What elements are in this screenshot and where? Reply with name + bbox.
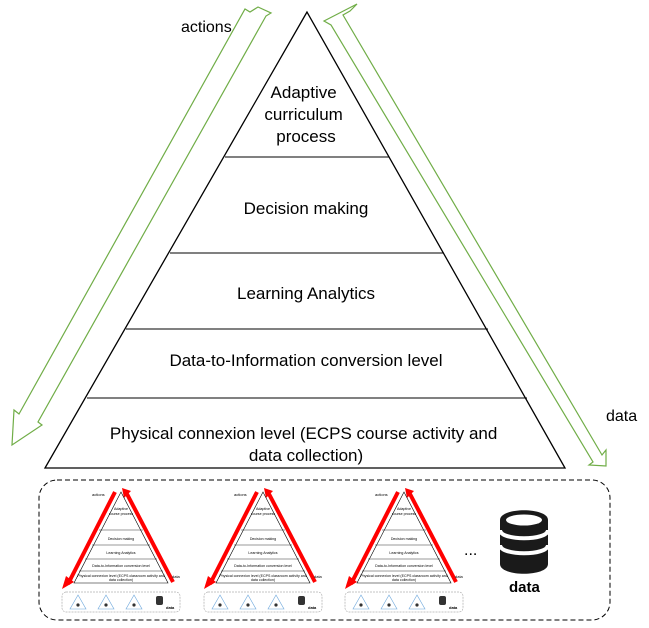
mini-pyramid-shape [73, 491, 169, 584]
mini-level-text: Physical connexion level (ECPS classroom… [77, 574, 165, 578]
mini-level-text: Adaptive [256, 507, 270, 511]
mini-data-arrowhead [264, 488, 273, 498]
mini-data-arrow [267, 493, 317, 583]
dashed-container [38, 479, 611, 621]
mini-thumbnail [69, 594, 87, 610]
mini-actions-label: actions [375, 492, 388, 497]
data-arrow [322, 3, 607, 467]
mini-actions-arrow [66, 491, 117, 585]
mini-actions-arrow [349, 491, 400, 585]
mini-level-text: Learning Analytics [106, 551, 135, 555]
mini-database-icon [298, 596, 305, 605]
level-decision-making: Decision making [244, 199, 369, 218]
mini-level-text: data collection) [392, 578, 416, 582]
level-learning-analytics: Learning Analytics [237, 284, 375, 303]
mini-level-text: Physical connexion level (ECPS classroom… [219, 574, 307, 578]
database-icon [498, 510, 550, 574]
mini-actions-label: actions [92, 492, 105, 497]
mini-data-arrow [125, 493, 175, 583]
mini-level-text: Physical connexion level (ECPS classroom… [360, 574, 448, 578]
mini-thumbnail-dot [132, 603, 136, 607]
mini-level-text: Decision making [391, 537, 417, 541]
mini-thumbnail-dot [76, 603, 80, 607]
mini-thumbnail-dot [359, 603, 363, 607]
level-adaptive-curriculum: Adaptive curriculum process [264, 83, 347, 146]
mini-pyramid-shape [215, 491, 311, 584]
mini-level-text: Data-to-Information conversion level [234, 564, 292, 568]
actions-arrow [11, 6, 273, 447]
mini-thumbnail-dot [274, 603, 278, 607]
mini-nested-box [344, 591, 464, 613]
mini-level-text: Adaptive [114, 507, 128, 511]
data-label: data [606, 408, 637, 425]
mini-thumbnail [380, 594, 398, 610]
database-label: data [509, 579, 541, 596]
mini-level-text: Learning Analytics [248, 551, 277, 555]
mini-level-text: Adaptive [397, 507, 411, 511]
mini-thumbnail [97, 594, 115, 610]
mini-level-text: Data-to-Information conversion level [375, 564, 433, 568]
mini-thumbnail [408, 594, 426, 610]
mini-actions-arrowhead [204, 576, 216, 589]
mini-actions-arrowhead [345, 576, 357, 589]
level-physical-connexion: Physical connexion level (ECPS course ac… [110, 424, 502, 465]
mini-nested-box [61, 591, 181, 613]
mini-level-text: course process [109, 512, 134, 516]
mini-database-label: data [449, 605, 458, 610]
mini-pyramid-shape [356, 491, 452, 584]
mini-actions-arrowhead [62, 576, 74, 589]
mini-thumbnail-dot [246, 603, 250, 607]
mini-data-arrowhead [405, 488, 414, 498]
mini-thumbnail [352, 594, 370, 610]
mini-nested-box [203, 591, 323, 613]
mini-thumbnail-dot [387, 603, 391, 607]
level-data-to-information: Data-to-Information conversion level [169, 351, 442, 370]
mini-level-text: course process [251, 512, 276, 516]
mini-thumbnail [125, 594, 143, 610]
mini-database-label: data [308, 605, 317, 610]
mini-data-label: data [314, 574, 323, 579]
ellipsis: ... [464, 542, 477, 559]
mini-thumbnail-dot [104, 603, 108, 607]
mini-thumbnail-dot [218, 603, 222, 607]
mini-level-text: Decision making [250, 537, 276, 541]
mini-database-label: data [166, 605, 175, 610]
mini-thumbnail [239, 594, 257, 610]
mini-level-text: data collection) [251, 578, 275, 582]
mini-thumbnail [211, 594, 229, 610]
mini-thumbnail [267, 594, 285, 610]
mini-level-text: Decision making [108, 537, 134, 541]
mini-actions-label: actions [234, 492, 247, 497]
mini-level-text: Data-to-Information conversion level [92, 564, 150, 568]
mini-data-arrowhead [122, 488, 131, 498]
main-pyramid [43, 10, 567, 469]
mini-level-text: data collection) [109, 578, 133, 582]
mini-database-icon [156, 596, 163, 605]
mini-actions-arrow [208, 491, 259, 585]
actions-label: actions [181, 19, 232, 36]
mini-data-arrow [408, 493, 458, 583]
mini-data-label: data [455, 574, 464, 579]
mini-level-text: Learning Analytics [389, 551, 418, 555]
mini-level-text: course process [392, 512, 417, 516]
mini-database-icon [439, 596, 446, 605]
mini-data-label: data [172, 574, 181, 579]
mini-thumbnail-dot [415, 603, 419, 607]
